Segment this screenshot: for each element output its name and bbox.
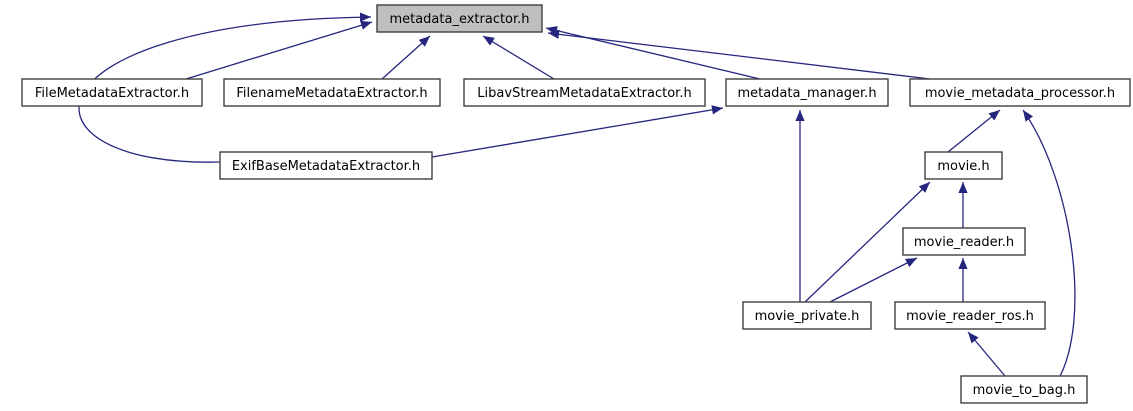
arrowhead (988, 110, 1000, 121)
edge-layer (78, 12, 1076, 381)
graph-node-movie[interactable]: movie.h (924, 151, 1003, 180)
graph-node-metadata_extractor[interactable]: metadata_extractor.h (376, 4, 543, 33)
arrowhead (548, 29, 560, 39)
node-box[interactable] (894, 301, 1046, 330)
graph-node-exif_base_metadata_extractor[interactable]: ExifBaseMetadataExtractor.h (219, 151, 433, 180)
graph-node-movie_to_bag[interactable]: movie_to_bag.h (960, 375, 1088, 404)
arrowhead (968, 332, 979, 344)
arrowhead (359, 12, 371, 22)
node-box[interactable] (924, 151, 1003, 180)
node-box[interactable] (902, 227, 1026, 256)
node-box[interactable] (909, 78, 1131, 107)
node-layer: metadata_extractor.hFileMetadataExtracto… (21, 4, 1131, 404)
node-label: movie_to_bag.h (973, 383, 1076, 398)
node-label: movie.h (937, 159, 989, 174)
graph-node-movie_private[interactable]: movie_private.h (742, 301, 872, 330)
edge-movie_to_bag-to-movie_reader_ros (967, 331, 1006, 377)
edge-movie_reader-to-movie (958, 182, 968, 228)
node-box[interactable] (463, 78, 706, 107)
edge-libav_stream_metadata_extractor-to-metadata_extractor (482, 35, 555, 80)
graph-node-metadata_manager[interactable]: metadata_manager.h (725, 78, 889, 107)
edge-metadata_manager-to-metadata_extractor (545, 26, 761, 80)
arrowhead (958, 258, 968, 269)
arrowhead (483, 36, 495, 46)
node-label: FilenameMetadataExtractor.h (236, 86, 427, 101)
graph-node-filename_metadata_extractor[interactable]: FilenameMetadataExtractor.h (223, 78, 441, 107)
node-label: FileMetadataExtractor.h (35, 86, 189, 101)
node-box[interactable] (223, 78, 441, 107)
arrowhead (418, 36, 430, 47)
node-box[interactable] (742, 301, 872, 330)
edge-movie_private-to-metadata_manager (795, 110, 805, 302)
node-label: ExifBaseMetadataExtractor.h (232, 159, 420, 174)
arrowhead (1023, 110, 1034, 122)
graph-node-libav_stream_metadata_extractor[interactable]: LibavStreamMetadataExtractor.h (463, 78, 706, 107)
arrowhead (795, 110, 805, 121)
arrowhead (360, 20, 372, 30)
node-box[interactable] (376, 4, 543, 33)
node-label: movie_metadata_processor.h (925, 86, 1115, 101)
graph-node-movie_reader_ros[interactable]: movie_reader_ros.h (894, 301, 1046, 330)
graph-node-file_metadata_extractor[interactable]: FileMetadataExtractor.h (21, 78, 203, 107)
edge-movie_to_bag-to-movie_metadata_processor (1022, 109, 1076, 381)
arrowhead (958, 182, 968, 193)
node-label: movie_reader.h (914, 235, 1014, 250)
node-label: metadata_extractor.h (389, 12, 529, 27)
node-box[interactable] (725, 78, 889, 107)
arrowhead (905, 258, 917, 268)
edge-movie_private-to-movie (804, 181, 931, 303)
node-box[interactable] (21, 78, 203, 107)
node-box[interactable] (219, 151, 433, 180)
edge-file_metadata_extractor-to-metadata_extractor (185, 20, 373, 80)
node-label: movie_private.h (755, 309, 860, 324)
arrowhead (918, 182, 930, 193)
edge-movie_metadata_processor-to-metadata_extractor (547, 29, 931, 80)
edge-movie_reader_ros-to-movie_reader (958, 258, 968, 302)
node-label: LibavStreamMetadataExtractor.h (477, 86, 691, 101)
edge-exif_base_metadata_extractor-to-metadata_manager (431, 105, 724, 158)
edge-filename_metadata_extractor-to-metadata_extractor (381, 35, 431, 80)
node-label: movie_reader_ros.h (906, 309, 1034, 324)
graph-node-movie_metadata_processor[interactable]: movie_metadata_processor.h (909, 78, 1131, 107)
edge-movie_private-to-movie_reader (829, 257, 918, 303)
node-box[interactable] (960, 375, 1088, 404)
node-label: metadata_manager.h (737, 86, 876, 101)
graph-node-movie_reader[interactable]: movie_reader.h (902, 227, 1026, 256)
arrowhead (711, 105, 723, 115)
edge-movie-to-movie_metadata_processor (947, 109, 1001, 153)
